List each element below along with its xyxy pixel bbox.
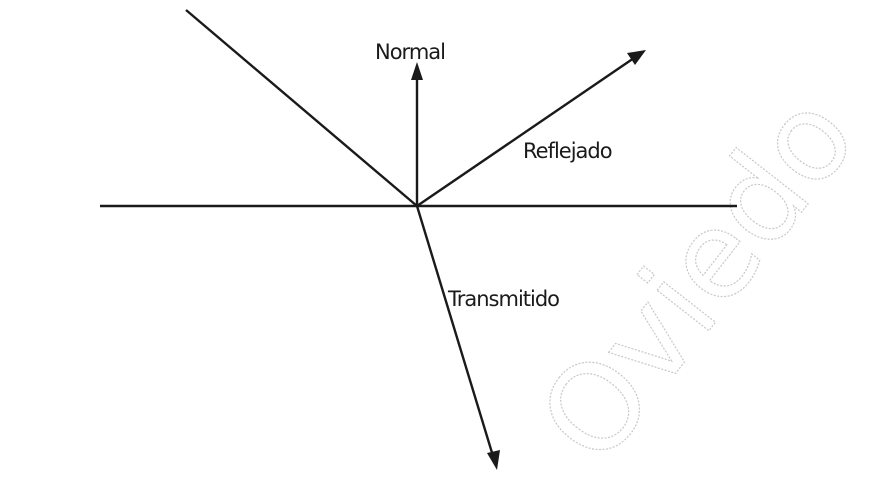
- reflected-arrowhead: [627, 50, 646, 65]
- incident-ray: [185, 9, 418, 207]
- normal-label: Normal: [375, 40, 445, 64]
- watermark: Oviedo: [513, 69, 878, 489]
- transmitted-arrowhead: [487, 450, 500, 470]
- reflected-ray: [416, 57, 635, 207]
- transmitted-ray: [415, 205, 495, 457]
- normal-arrowhead: [411, 62, 423, 80]
- transmitted-label: Transmitido: [447, 287, 559, 311]
- watermark-text: Oviedo: [513, 70, 878, 488]
- reflected-label: Reflejado: [523, 139, 612, 163]
